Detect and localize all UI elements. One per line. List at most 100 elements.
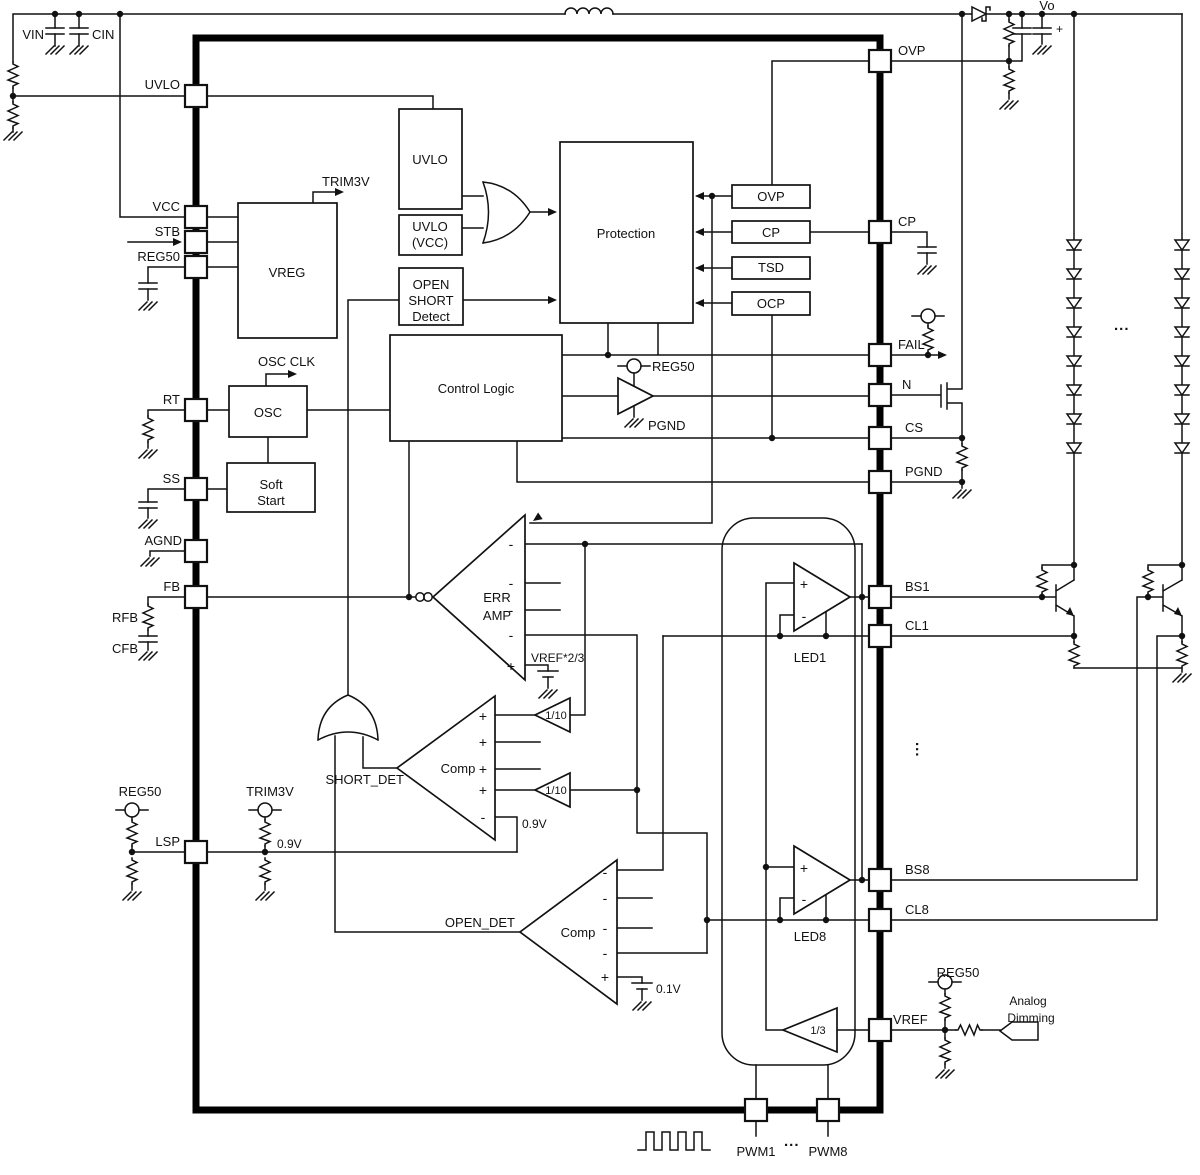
channel-group-outline — [721, 517, 856, 1066]
comps-in5-minus: - — [481, 809, 486, 825]
label-rfb: RFB — [112, 610, 138, 625]
supply-icon — [617, 358, 651, 374]
amp-label-err-2: AMP — [483, 608, 511, 623]
resistor-icon — [955, 1024, 983, 1036]
ic-boundary — [192, 34, 884, 1114]
schottky-diode-icon — [971, 5, 991, 23]
ground-icon — [138, 449, 158, 459]
ground-icon — [138, 651, 158, 661]
resistor-icon — [259, 857, 271, 885]
amp-label-led8: LED8 — [794, 929, 827, 944]
ground-icon — [1032, 45, 1052, 55]
analog-dimming-connector — [998, 1021, 1039, 1041]
block-label-ocp: OCP — [757, 296, 785, 311]
cfb-capacitor-icon — [138, 635, 158, 643]
arrowhead-icon — [548, 296, 557, 304]
compo-in5-plus: + — [601, 969, 609, 985]
block-soft-start — [226, 462, 316, 513]
ground-icon — [624, 418, 644, 428]
label-reg50-vref: REG50 — [937, 965, 980, 980]
pin-label-n: N — [902, 377, 911, 392]
block-control-logic — [389, 334, 563, 442]
pin-label-stb: STB — [155, 224, 180, 239]
block-protection — [559, 141, 694, 324]
led1-amp-triangle — [793, 561, 852, 633]
block-uvlo — [398, 108, 463, 210]
label-reg50-driver: REG50 — [652, 359, 695, 374]
block-label-soft-start-1: Soft — [259, 477, 283, 492]
block-tsd — [731, 256, 811, 280]
capacitor-icon — [917, 246, 937, 254]
label-pgnd-driver: PGND — [648, 418, 686, 433]
arrowhead-icon — [695, 264, 704, 272]
led8-plus: + — [800, 860, 808, 876]
pin-label-fb: FB — [163, 579, 180, 594]
wire-vref-ext — [890, 988, 1001, 1069]
resistor-icon — [1003, 66, 1015, 94]
ground-icon — [45, 45, 65, 55]
label-0v9-lsp: 0.9V — [277, 837, 302, 851]
supply-icon — [911, 308, 945, 324]
block-label-control-logic: Control Logic — [438, 381, 515, 396]
wire-osc-ss-agnd-fb — [147, 373, 391, 651]
amp-label-err-1: ERR — [483, 590, 510, 605]
resistor-icon — [939, 1037, 951, 1065]
comp-short-triangle — [395, 694, 496, 842]
label-cap-plus: + — [1056, 22, 1063, 36]
vin-capacitor-icon — [45, 27, 65, 35]
rt-resistor-icon — [142, 415, 154, 443]
amp-label-tenth-2: 1/10 — [545, 785, 566, 797]
pin-label-pgnd: PGND — [905, 464, 943, 479]
gate-driver-triangle — [617, 376, 655, 416]
block-label-soft-start-2: Start — [257, 493, 285, 508]
resistor-icon — [126, 857, 138, 885]
pin-pgnd — [867, 469, 893, 495]
output-capacitor-icon — [1032, 27, 1052, 35]
wire-channel-block — [662, 543, 870, 1137]
pin-label-agnd: AGND — [144, 533, 182, 548]
pin-label-bs8: BS8 — [905, 862, 930, 877]
capacitor-icon — [138, 282, 158, 290]
amp-label-comp-short: Comp — [441, 761, 476, 776]
pwm-waveform-icon — [637, 1131, 711, 1151]
ground-icon — [140, 557, 160, 567]
label-dimming: Dimming — [1007, 1011, 1054, 1025]
led8-amp-triangle — [793, 844, 852, 916]
pin-uvlo — [183, 83, 209, 109]
ss-capacitor-icon — [138, 501, 158, 509]
supply-icon — [248, 802, 282, 818]
inductor-icon — [564, 7, 614, 15]
ground-icon — [999, 100, 1019, 110]
ellipsis-pwm: ... — [784, 1133, 800, 1150]
label-short-det: SHORT_DET — [326, 772, 405, 787]
gain-tenth-1-triangle — [533, 696, 571, 734]
capacitor-icon — [1012, 27, 1032, 35]
err-in1-minus: - — [509, 536, 514, 552]
emitter-resistor-icon — [1176, 641, 1188, 669]
arrowhead-icon — [548, 208, 557, 216]
label-trim3v-lsp: TRIM3V — [246, 784, 294, 799]
emitter-resistor-icon — [1068, 641, 1080, 669]
block-osc — [228, 385, 308, 438]
label-vref-2-3: VREF*2/3 — [531, 651, 585, 665]
ground-icon — [1172, 673, 1192, 683]
block-uvlo-vcc — [398, 214, 463, 256]
base-resistor-icon — [1142, 567, 1154, 595]
pin-label-fail: FAIL — [898, 337, 925, 352]
err-in5-plus: + — [507, 658, 515, 674]
compo-in2-minus: - — [603, 890, 608, 906]
gain-tenth-2-triangle — [533, 771, 571, 809]
pin-label-uvlo: UVLO — [145, 77, 180, 92]
pin-label-cl8: CL8 — [905, 902, 929, 917]
arrowhead-icon — [173, 238, 182, 246]
label-open-det: OPEN_DET — [445, 915, 515, 930]
arrowhead-icon — [695, 228, 704, 236]
pin-label-reg50: REG50 — [137, 249, 180, 264]
amp-label-tenth-1: 1/10 — [545, 710, 566, 722]
ground-icon — [632, 1001, 652, 1011]
arrowhead-icon — [288, 370, 297, 378]
resistor-icon — [126, 819, 138, 847]
pin-label-pwm1: PWM1 — [737, 1144, 776, 1159]
ground-icon — [538, 689, 558, 699]
